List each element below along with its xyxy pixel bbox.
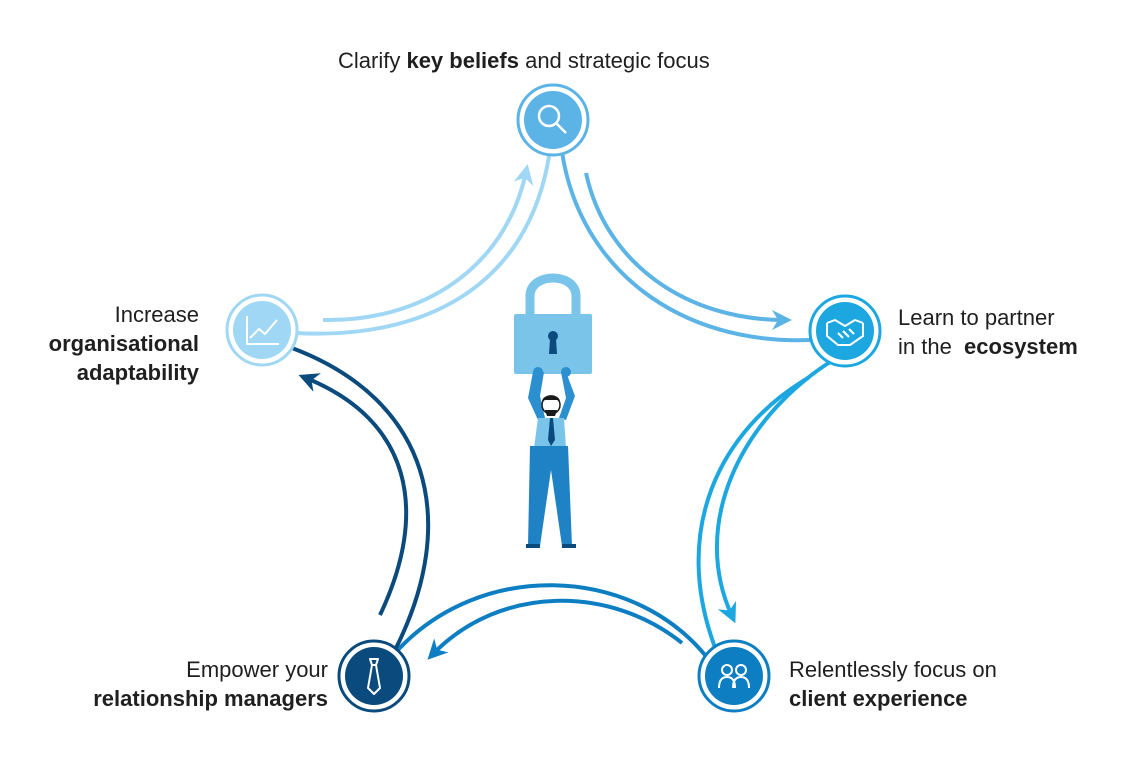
step-top-text-pre: Clarify [338, 48, 407, 73]
person-holding-padlock [514, 273, 592, 548]
node-top [516, 83, 590, 157]
step-bottom-left-label: Empower your relationship managers [93, 655, 328, 713]
step-bottom-left-line1: Empower your [186, 657, 328, 682]
node-bottom-right [697, 639, 771, 713]
step-left-label: Increase organisational adaptability [49, 300, 199, 387]
step-bottom-right-line1: Relentlessly focus on [789, 657, 997, 682]
right-arm [559, 372, 575, 420]
arrow-bottom-left-to-left [291, 346, 431, 649]
legs [528, 446, 572, 546]
people-icon [718, 664, 750, 689]
step-right-line1: Learn to partner [898, 305, 1055, 330]
step-bottom-right-line2: client experience [789, 686, 968, 711]
step-left-line2: organisational [48, 331, 199, 356]
tie-icon [367, 658, 381, 695]
step-right-line2-bold: ecosystem [964, 334, 1078, 359]
arrow-top-to-right [560, 151, 811, 343]
left-arm [528, 372, 545, 420]
arrow-left-to-top [294, 149, 552, 336]
node-right [808, 294, 882, 368]
step-right-label: Learn to partner in the ecosystem [898, 303, 1078, 361]
step-right-line2-pre: in the [898, 334, 965, 359]
step-bottom-right-label: Relentlessly focus on client experience [789, 655, 997, 713]
step-top-text-bold: key beliefs [406, 48, 519, 73]
magnifier-icon [537, 104, 567, 134]
step-top-label: Clarify key beliefs and strategic focus [338, 46, 710, 75]
tie [548, 418, 555, 446]
node-left [225, 293, 299, 367]
arrow-right-to-bottom-right [696, 360, 832, 651]
padlock-shackle [525, 273, 581, 318]
node-bottom-left [337, 639, 411, 713]
step-bottom-left-line2: relationship managers [93, 686, 328, 711]
handshake-icon [826, 319, 864, 346]
step-left-line3: adaptability [76, 360, 199, 385]
step-top-text-post: and strategic focus [518, 48, 710, 73]
step-left-line1: Increase [114, 302, 199, 327]
chart-icon [246, 316, 279, 345]
arrow-bottom-right-to-bottom-left [394, 583, 707, 660]
keyhole [548, 331, 558, 341]
